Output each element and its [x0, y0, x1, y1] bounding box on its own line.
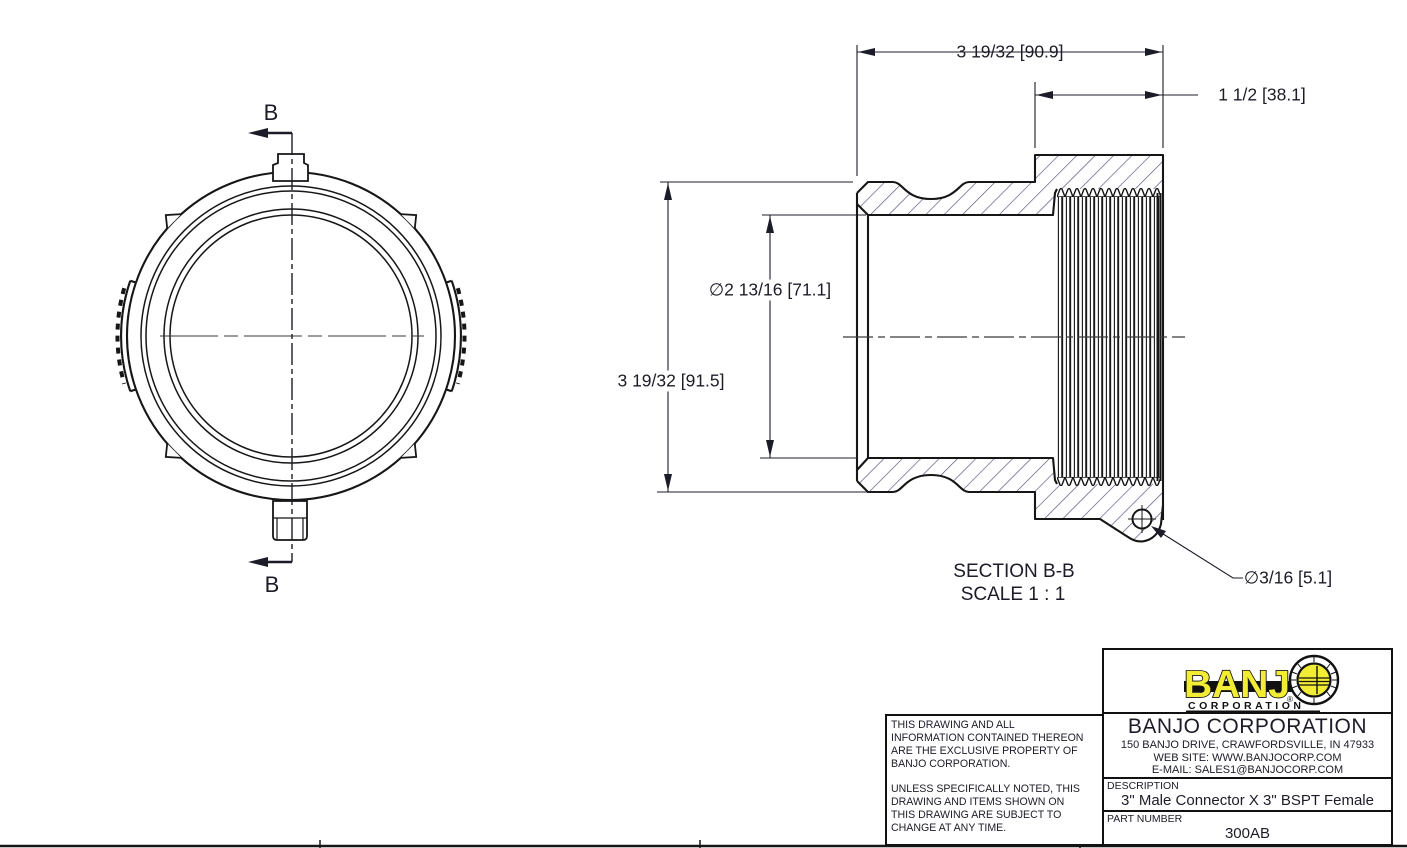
- description-cell: DESCRIPTION 3" Male Connector X 3" BSPT …: [1104, 779, 1391, 812]
- section-cut-line: [248, 128, 293, 567]
- bottom-tab: [272, 500, 308, 541]
- cut-letter-top: B: [263, 100, 279, 125]
- logo-brand-text: BANJ: [1184, 664, 1290, 706]
- thread-crest-bottom: [1057, 477, 1160, 486]
- dim-bore-diameter: ∅2 13/16 [71.1]: [705, 279, 835, 301]
- company-email: E-MAIL: SALES1@BANJOCORP.COM: [1151, 764, 1344, 776]
- description-label: DESCRIPTION: [1107, 780, 1179, 792]
- part-number-value: 300AB: [1224, 825, 1271, 842]
- banjo-neck: [1184, 681, 1302, 692]
- company-name: BANJO CORPORATION: [1127, 715, 1368, 738]
- serration-band-right: [455, 287, 467, 385]
- thread-crest-top: [1057, 188, 1160, 197]
- dim-overall-height: 3 19/32 [91.5]: [614, 370, 728, 392]
- disclaimer-paragraph-1: THIS DRAWING AND ALL INFORMATION CONTAIN…: [891, 719, 1084, 770]
- title-block: BANJ ® CORPORATION: [1102, 648, 1393, 846]
- drain-hole: [1128, 505, 1156, 533]
- front-view: [115, 153, 467, 541]
- company-cell: BANJO CORPORATION 150 BANJO DRIVE, CRAWF…: [1104, 714, 1391, 779]
- company-website: WEB SITE: WWW.BANJOCORP.COM: [1153, 751, 1342, 764]
- disclaimer-box: THIS DRAWING AND ALL INFORMATION CONTAIN…: [885, 714, 1104, 846]
- dimension-lines: [657, 45, 1243, 579]
- serration-band-left: [115, 287, 127, 385]
- section-label: SECTION B-B: [953, 561, 1075, 582]
- dim-thread-length: 1 1/2 [38.1]: [1218, 84, 1306, 105]
- logo-corporation-text: CORPORATION: [1188, 700, 1304, 712]
- section-arrow-top: [248, 128, 268, 138]
- part-number-cell: PART NUMBER 300AB: [1104, 812, 1391, 844]
- upper-wall-hatch: [857, 155, 1163, 215]
- logo-registered-mark: ®: [1287, 695, 1293, 704]
- banjo-head-icon: [1288, 654, 1340, 706]
- banjo-logo: BANJ ® CORPORATION: [1183, 654, 1340, 712]
- disclaimer-paragraph-2: UNLESS SPECIFICALLY NOTED, THIS DRAWING …: [891, 783, 1080, 834]
- company-address: 150 BANJO DRIVE, CRAWFORDSVILLE, IN 4793…: [1120, 739, 1375, 751]
- dim-overall-width: 3 19/32 [90.9]: [956, 41, 1064, 62]
- cut-letter-bottom: B: [264, 572, 280, 597]
- section-view: [843, 153, 1185, 543]
- section-scale: SCALE 1 : 1: [960, 584, 1066, 605]
- logo-cell: BANJ ® CORPORATION: [1104, 650, 1391, 714]
- lower-wall-hatch: [857, 458, 1163, 542]
- description-value: 3" Male Connector X 3" BSPT Female: [1121, 792, 1374, 809]
- part-number-label: PART NUMBER: [1107, 813, 1183, 825]
- section-arrow-bottom: [248, 557, 268, 567]
- top-tab: [272, 153, 309, 182]
- dim-hole-diameter: ∅3/16 [5.1]: [1243, 567, 1333, 588]
